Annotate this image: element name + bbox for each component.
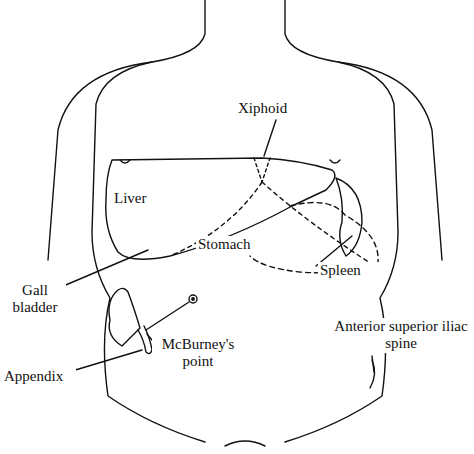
leader-line — [372, 356, 374, 372]
arm-outline — [48, 62, 152, 260]
arm-outline — [338, 62, 442, 260]
liver-outline — [106, 158, 335, 259]
organ-label: Liver — [112, 190, 166, 207]
mcburney-point-marker — [189, 295, 197, 303]
nipple — [330, 160, 340, 163]
structure-label: Xiphoid — [236, 100, 310, 117]
organ-label: Spleen — [318, 262, 386, 279]
umbilicus-line — [146, 302, 189, 330]
organ-label: Stomach — [196, 236, 280, 253]
landmark-label: McBurney's point — [152, 336, 244, 371]
leader-line — [54, 250, 148, 290]
colon-outline — [109, 288, 140, 346]
leader-line — [264, 120, 276, 156]
organ-label: Gall bladder — [4, 282, 66, 317]
pubic-curve — [225, 441, 265, 446]
spleen-outline — [336, 178, 362, 256]
landmark-label: Anterior superior iliac spine — [330, 318, 472, 353]
appendix-outline — [138, 326, 152, 354]
xiphoid-outline — [254, 158, 270, 182]
body-outline — [285, 0, 398, 442]
organ-label: Appendix — [2, 368, 76, 385]
iliac-spine-outline — [370, 360, 375, 388]
mcburney-point-dot — [192, 298, 194, 300]
body-outline — [92, 0, 205, 442]
